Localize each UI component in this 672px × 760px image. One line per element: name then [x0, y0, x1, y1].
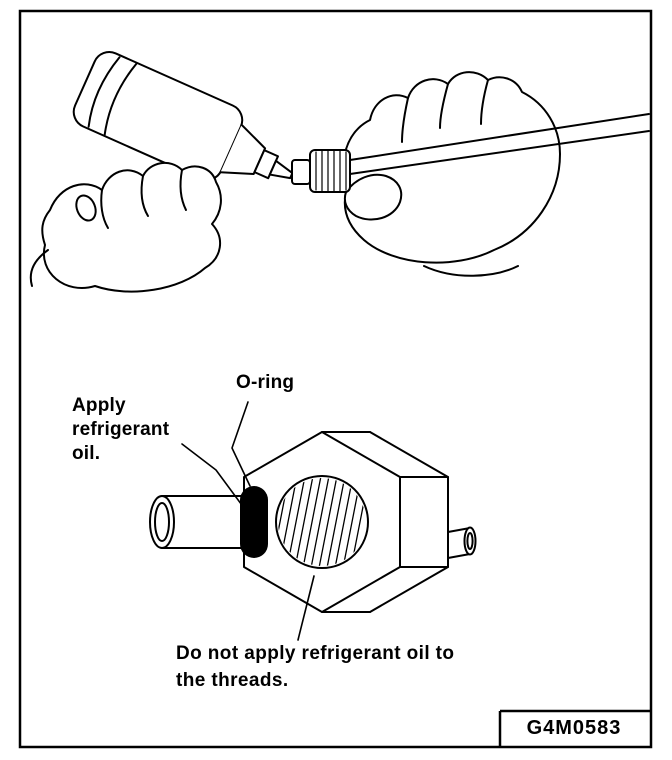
oil-bottle — [72, 51, 294, 181]
label-apply-refrigerant-oil: Apply refrigerant oil. — [72, 394, 169, 466]
label-apply-line3: oil. — [72, 443, 101, 464]
thumbnail — [75, 194, 97, 222]
fitting-connector — [291, 149, 351, 193]
code-box — [498, 709, 651, 747]
label-o-ring: O-ring — [236, 372, 295, 393]
label-donot-line2: the threads. — [176, 670, 289, 691]
bottle-nozzle — [268, 159, 294, 180]
label-do-not-apply: Do not apply refrigerant oil to the thre… — [176, 640, 454, 694]
o-ring-seal — [240, 486, 268, 558]
label-apply-line2: refrigerant — [72, 419, 170, 440]
label-apply-line1: Apply — [72, 395, 126, 416]
label-donot-line1: Do not apply refrigerant oil to — [176, 643, 455, 664]
right-thumb — [343, 173, 403, 221]
tube — [149, 495, 243, 549]
figure-border — [18, 9, 653, 749]
pipe-line — [349, 113, 650, 175]
fitting-diagram — [149, 401, 477, 641]
left-hand — [29, 161, 222, 293]
right-hand — [342, 71, 561, 277]
knurl-lines — [315, 150, 347, 192]
threaded-bore — [275, 475, 369, 569]
hex-nut — [243, 431, 449, 613]
side-port — [447, 526, 477, 559]
figure-code: G4M0583 — [526, 717, 622, 739]
leader-o-ring — [231, 401, 251, 487]
leader-apply-oil — [181, 443, 248, 513]
hands-applying-oil-illustration — [29, 51, 650, 293]
leader-threads — [297, 575, 315, 641]
leader-lines — [181, 401, 315, 641]
